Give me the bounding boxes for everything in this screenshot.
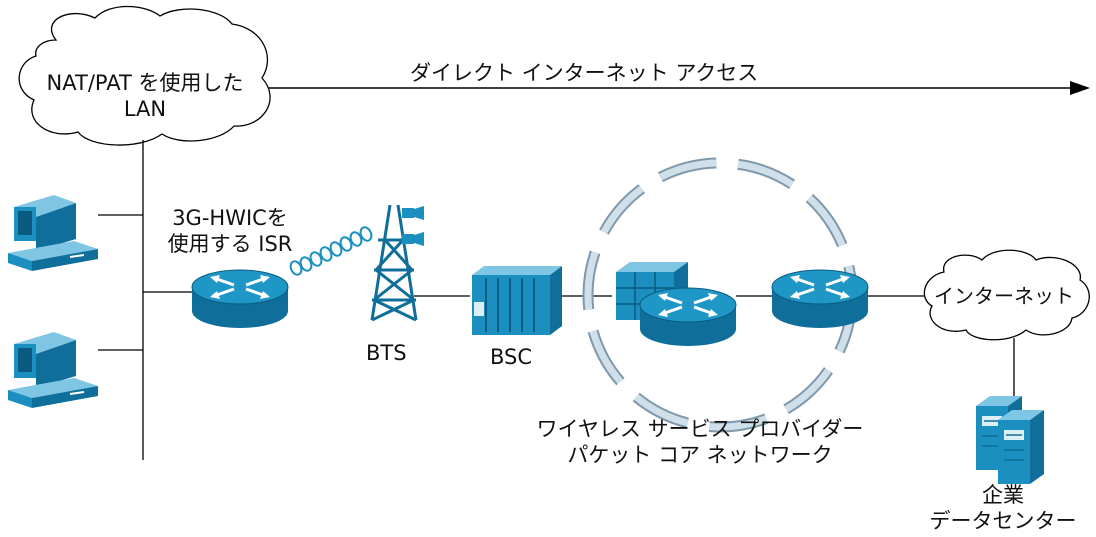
bts-label: BTS <box>366 341 407 365</box>
bsc-chassis-icon <box>472 266 562 335</box>
data-center-label: 企業 データセンター <box>918 482 1088 534</box>
arrow-icon <box>1070 81 1090 95</box>
core-router-icon <box>638 286 738 348</box>
data-center-label-line1: 企業 <box>982 483 1024 507</box>
lan-label: NAT/PAT を使用した LAN <box>40 70 250 122</box>
lan-cloud-icon <box>18 5 271 146</box>
server-icon <box>997 409 1045 485</box>
isr-label: 3G-HWICを 使用する ISR <box>150 205 310 257</box>
core-network-label-line2: パケット コア ネットワーク <box>567 443 833 467</box>
core-network-label-line1: ワイヤレス サービス プロバイダー <box>536 417 864 441</box>
lan-label-line2: LAN <box>123 97 167 121</box>
internet-cloud-icon <box>923 249 1090 341</box>
data-center-label-line2: データセンター <box>929 509 1077 533</box>
wireless-signal-icon <box>289 226 373 276</box>
lan-label-line1: NAT/PAT を使用した <box>46 71 244 95</box>
antenna-icon <box>402 206 424 246</box>
direct-access-label: ダイレクト インターネット アクセス <box>410 61 759 85</box>
internet-label: インターネット <box>934 284 1074 308</box>
core-network-label: ワイヤレス サービス プロバイダー パケット コア ネットワーク <box>500 416 900 468</box>
direct-internet-access-arrow <box>268 81 1090 95</box>
bsc-label: BSC <box>490 345 533 369</box>
desktop-computer-icon <box>7 194 99 272</box>
isr-label-line2: 使用する ISR <box>167 232 293 256</box>
isr-label-line1: 3G-HWICを <box>172 206 288 230</box>
desktop-computer-icon <box>7 331 99 409</box>
edge-router-icon <box>770 268 870 330</box>
isr-router-icon <box>190 268 290 330</box>
cell-tower-icon <box>370 204 418 322</box>
